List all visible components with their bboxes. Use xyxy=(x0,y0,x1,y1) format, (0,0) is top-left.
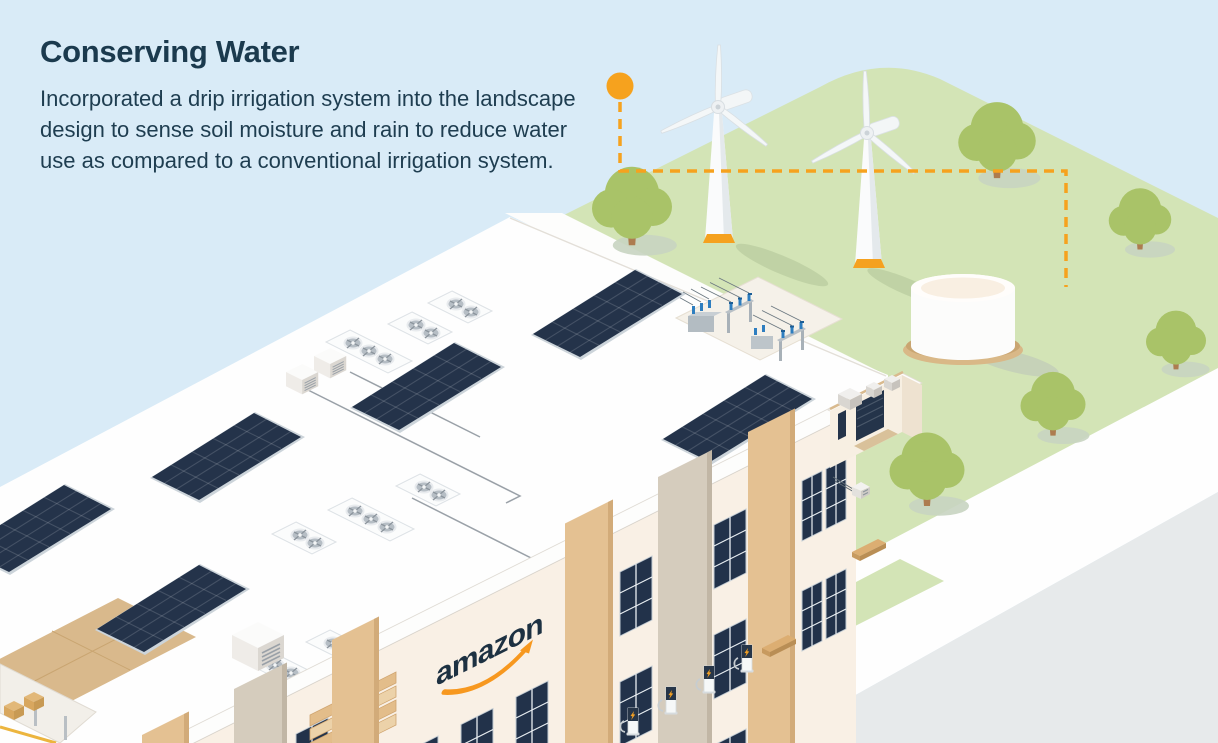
callout-hotspot-dot[interactable] xyxy=(606,72,634,100)
door-mat xyxy=(854,429,898,451)
turbine-shadow xyxy=(735,243,829,287)
header-block: Conserving Water Incorporated a drip irr… xyxy=(40,34,600,176)
auxiliary-building xyxy=(827,370,923,499)
loading-dock-canopy xyxy=(0,663,97,743)
warehouse-roof xyxy=(0,217,888,743)
garage-door xyxy=(856,390,884,441)
page-description: Incorporated a drip irrigation system in… xyxy=(40,86,576,173)
electrical-substation xyxy=(674,276,844,362)
switchgear xyxy=(674,288,722,332)
rooftop-units xyxy=(838,375,900,410)
water-tank xyxy=(903,274,1023,365)
page-title: Conserving Water xyxy=(40,34,300,69)
building-facade xyxy=(132,394,856,743)
wind-turbine xyxy=(659,44,770,243)
side-door xyxy=(838,410,846,440)
package-box xyxy=(4,692,44,720)
amazon-smile-arrow xyxy=(520,639,533,654)
utility-box xyxy=(832,476,870,499)
parking-lot xyxy=(770,492,1218,743)
facade-pillars xyxy=(142,408,795,743)
amazon-smile-icon xyxy=(441,646,529,695)
callout-connector xyxy=(618,102,1068,287)
